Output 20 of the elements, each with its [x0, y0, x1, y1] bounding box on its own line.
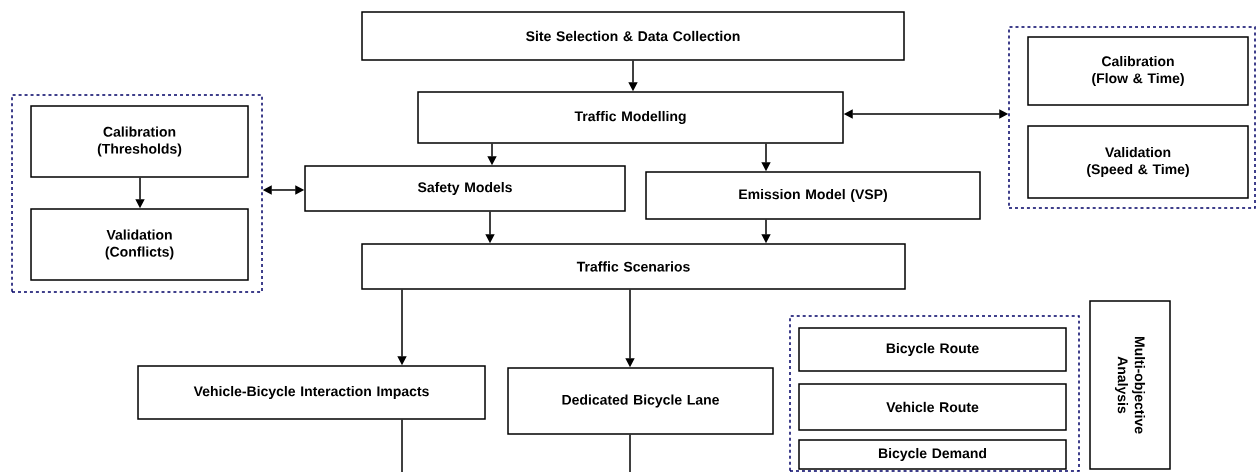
process-box: Traffic Scenarios [361, 243, 906, 290]
process-box: Vehicle-Bicycle Interaction Impacts [137, 365, 486, 420]
dashed-group-box [1008, 26, 1256, 209]
line [629, 434, 631, 472]
process-box: Calibration (Flow & Time) [1027, 36, 1249, 106]
process-box: Site Selection & Data Collection [361, 11, 905, 61]
process-box: Traffic Modelling [417, 91, 844, 144]
process-box: Validation (Speed & Time) [1027, 125, 1249, 199]
process-box: Bicycle Route [798, 327, 1067, 372]
process-box: Dedicated Bicycle Lane [507, 367, 774, 435]
line [401, 419, 403, 472]
process-box: Bicycle Demand [798, 439, 1067, 470]
process-box: Vehicle Route [798, 383, 1067, 431]
process-box: Multi-objective Analysis [1089, 300, 1171, 470]
dashed-group-box [11, 94, 263, 293]
process-box: Calibration (Thresholds) [30, 105, 249, 178]
process-box: Safety Models [304, 165, 626, 212]
process-box: Validation (Conflicts) [30, 208, 249, 281]
process-box: Emission Model (VSP) [645, 171, 981, 220]
dashed-group-box [789, 315, 1080, 472]
